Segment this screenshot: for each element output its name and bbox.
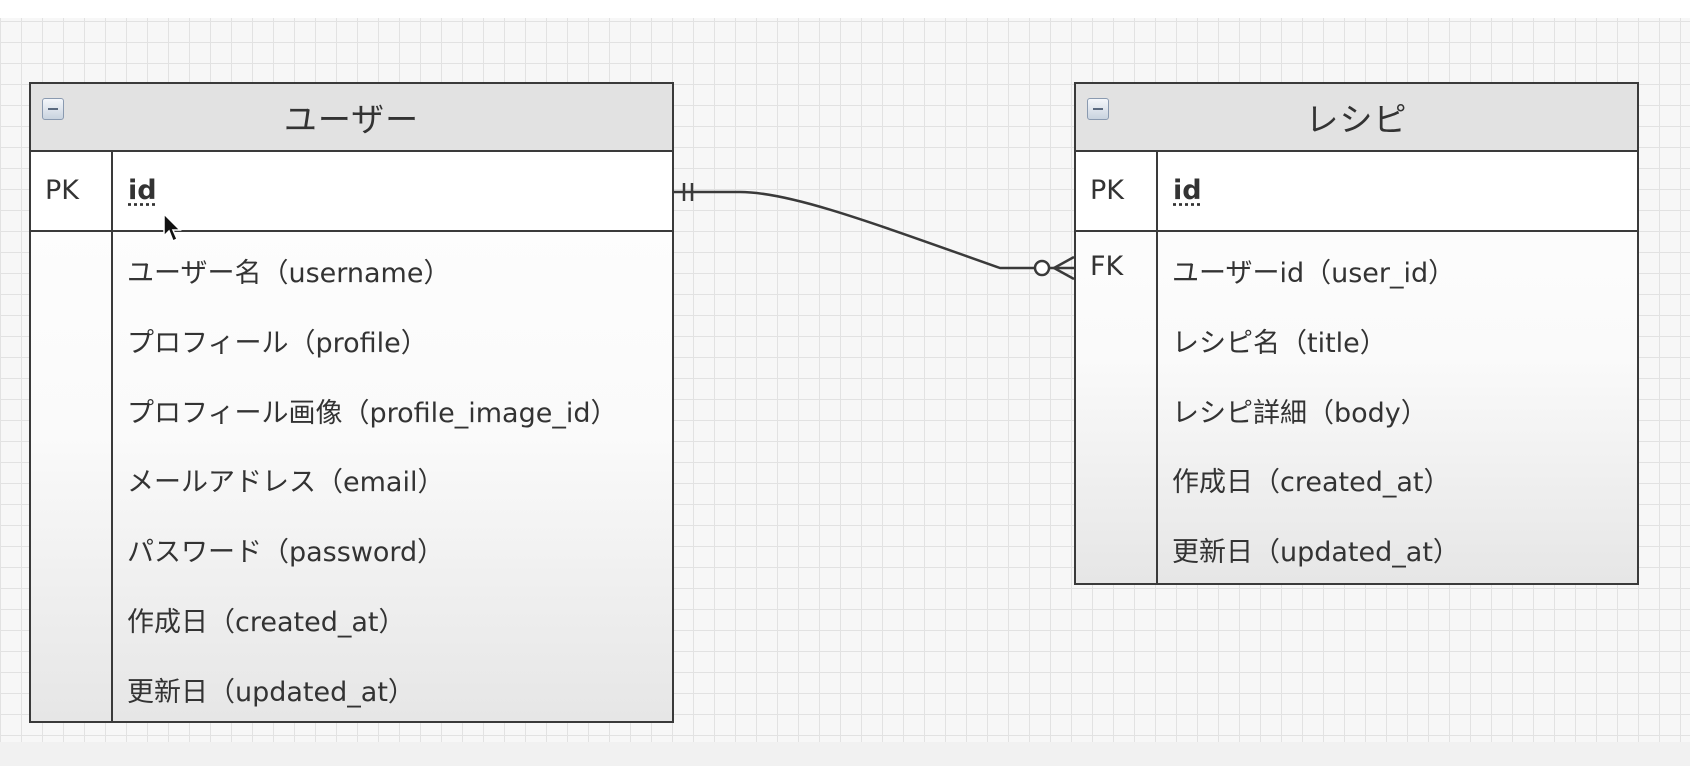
entity-recipe[interactable]: レシピ PK id FK ユーザーid（user_id） レシピ名（title）… (1074, 82, 1639, 585)
pk-label: PK (45, 175, 79, 206)
fk-field-name[interactable]: ユーザーid（user_id） (1172, 258, 1456, 289)
attribute-field[interactable]: ユーザー名（username） (127, 258, 451, 289)
pk-row[interactable]: PK id (1076, 152, 1637, 232)
attribute-field[interactable]: 作成日（created_at） (1172, 467, 1451, 498)
zero-optional-marker (1033, 259, 1051, 277)
entity-title: ユーザー (283, 100, 420, 139)
attribute-list: ユーザー名（username） プロフィール（profile） プロフィール画像… (31, 232, 672, 721)
mouse-cursor-icon (163, 212, 182, 243)
collapse-icon[interactable] (1087, 98, 1109, 120)
entity-title: レシピ (1305, 100, 1408, 139)
entity-user[interactable]: ユーザー PK id ユーザー名（username） プロフィール（profil… (29, 82, 674, 723)
attribute-field[interactable]: 更新日（updated_at） (127, 677, 415, 708)
entity-recipe-header[interactable]: レシピ (1076, 84, 1637, 152)
key-column (31, 232, 113, 721)
attribute-field[interactable]: メールアドレス（email） (127, 467, 445, 498)
attribute-field[interactable]: プロフィール画像（profile_image_id） (127, 398, 618, 429)
key-column (1076, 232, 1158, 583)
pk-label: PK (1090, 175, 1124, 206)
top-margin (0, 0, 1690, 18)
pk-field-name[interactable]: id (128, 175, 157, 206)
attribute-list: FK ユーザーid（user_id） レシピ名（title） レシピ詳細（bod… (1076, 232, 1637, 583)
attribute-field[interactable]: レシピ詳細（body） (1172, 398, 1428, 429)
attribute-field[interactable]: 作成日（created_at） (127, 607, 406, 638)
attribute-field[interactable]: プロフィール（profile） (127, 328, 428, 359)
attribute-field[interactable]: パスワード（password） (127, 537, 445, 568)
key-column (31, 152, 113, 230)
attribute-field[interactable]: 更新日（updated_at） (1172, 537, 1460, 568)
collapse-icon[interactable] (42, 98, 64, 120)
pk-row[interactable]: PK id (31, 152, 672, 232)
attribute-field[interactable]: レシピ名（title） (1172, 328, 1387, 359)
key-column (1076, 152, 1158, 230)
bottom-margin (0, 742, 1690, 766)
entity-user-header[interactable]: ユーザー (31, 84, 672, 152)
fk-label: FK (1090, 251, 1124, 282)
relationship-line (674, 190, 1044, 270)
pk-field-name[interactable]: id (1173, 175, 1202, 206)
